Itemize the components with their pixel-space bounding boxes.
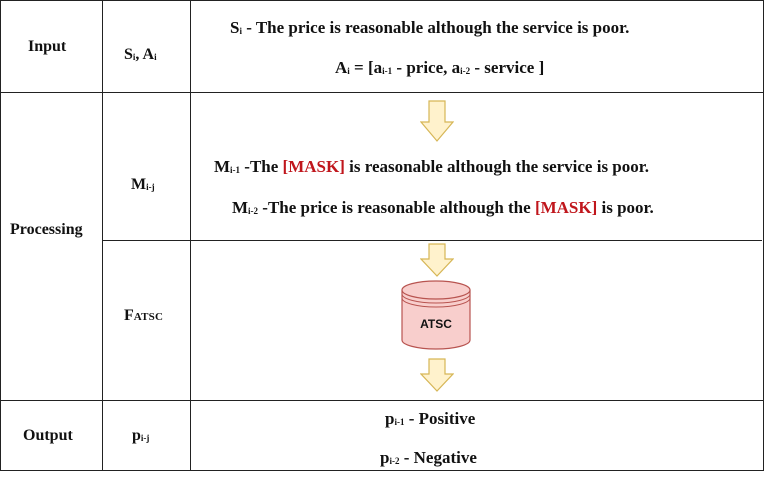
down-arrow-shape [420, 243, 454, 277]
down-arrow-shape [420, 358, 454, 392]
down-arrow-shape [420, 100, 454, 142]
cylinder-ring-2 [401, 297, 471, 308]
row-divider-input-processing [0, 92, 764, 93]
table-border-left [0, 0, 1, 471]
masked-sentence-1: Mi-1 -The [MASK] is reasonable although … [214, 157, 649, 176]
symbol-input: Si, Ai [124, 46, 157, 63]
table-border-bottom [0, 470, 764, 471]
model-label: ATSC [420, 317, 452, 331]
cylinder-body [401, 290, 471, 350]
row-label-input: Input [28, 38, 67, 55]
down-arrow-icon [420, 358, 454, 392]
input-aspects: Ai = [ai-1 - price, ai-2 - service ] [335, 58, 545, 77]
cylinder-ring-1 [401, 293, 471, 304]
symbol-model: FATSC [124, 307, 164, 324]
cylinder-top [401, 280, 471, 300]
row-divider-processing-output [0, 400, 764, 401]
masked-sentence-2: Mi-2 -The price is reasonable although t… [232, 198, 654, 217]
input-sentence: Si - The price is reasonable although th… [230, 18, 630, 37]
table-border-top [0, 0, 764, 1]
prediction-2: pi-2 - Negative [380, 448, 477, 467]
prediction-1: pi-1 - Positive [385, 409, 476, 428]
model-cylinder-icon: ATSC [401, 280, 471, 350]
column-divider-1 [102, 0, 103, 471]
symbol-masked: Mi-j [131, 176, 155, 193]
row-label-output: Output [23, 427, 73, 444]
down-arrow-icon [420, 100, 454, 142]
symbol-output: pi-j [132, 427, 150, 444]
mask-token: [MASK] [282, 157, 345, 176]
down-arrow-icon [420, 243, 454, 277]
subrow-divider-processing [102, 240, 762, 241]
column-divider-2 [190, 0, 191, 471]
row-label-processing: Processing [10, 221, 83, 238]
mask-token: [MASK] [534, 198, 598, 217]
